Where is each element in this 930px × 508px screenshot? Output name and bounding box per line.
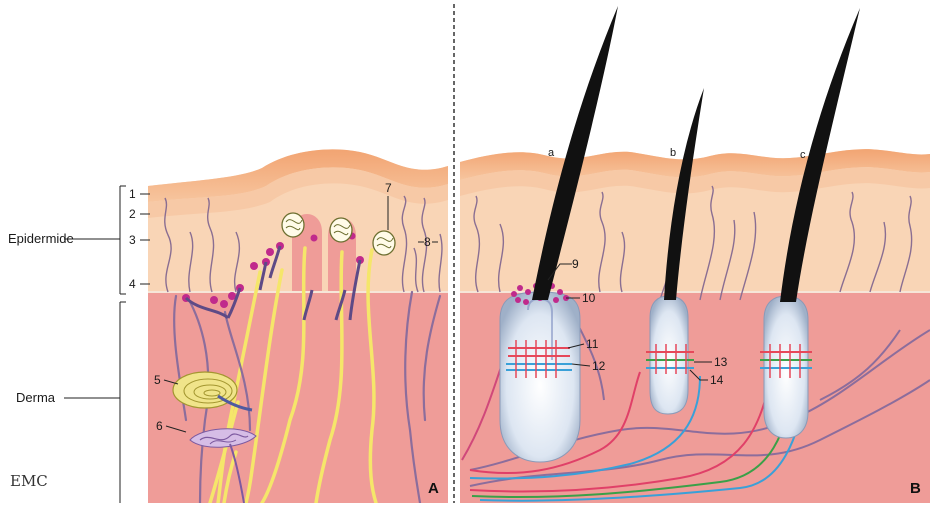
panel-b [460,6,930,503]
hair-label-a: a [548,147,555,159]
callout-6: 6 [156,419,163,433]
hair-label-b: b [670,147,676,159]
callout-9: 9 [572,257,579,271]
callout-14: 14 [710,373,724,387]
callout-13: 13 [714,355,728,369]
callout-8: 8 [424,235,431,249]
callout-5: 5 [154,373,161,387]
panel-a [148,149,448,503]
callout-10: 10 [582,291,596,305]
callout-3: 3 [129,233,136,247]
hair-follicle-a [500,283,580,462]
emc-logo: EMC [10,472,48,490]
callout-12: 12 [592,359,606,373]
callout-4: 4 [129,277,136,291]
panel-label-b: B [910,480,921,497]
panel-label-a: A [428,480,439,497]
callout-2: 2 [129,207,136,221]
label-derma: Derma [16,390,56,405]
hair-label-c: c [800,149,806,161]
hair-follicle-b [646,296,694,414]
label-epidermide: Epidermide [8,231,74,246]
hair-follicle-c [760,296,812,438]
callout-7: 7 [385,181,392,195]
callout-11: 11 [586,337,599,351]
callout-1: 1 [129,187,136,201]
